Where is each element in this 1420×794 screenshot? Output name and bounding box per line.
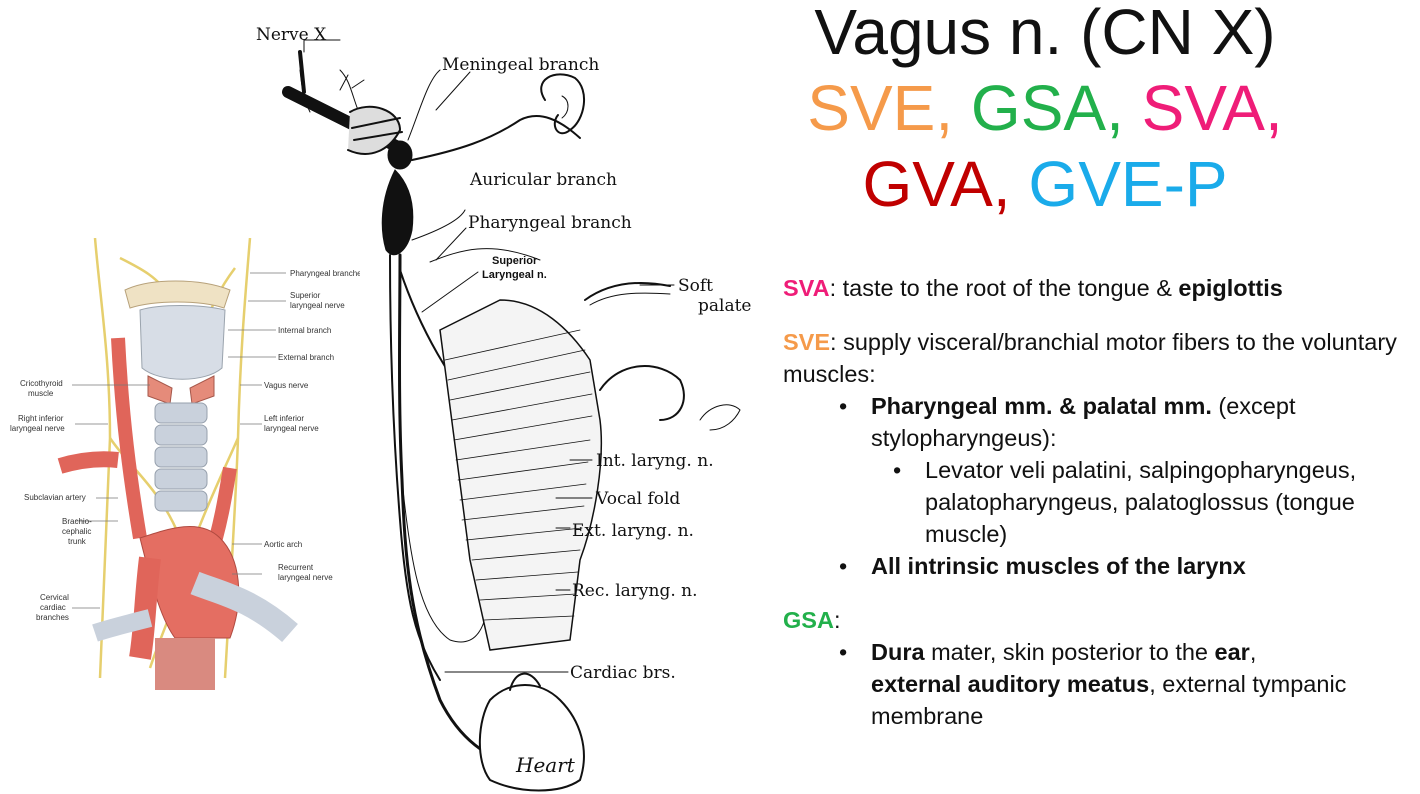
label-cricothyroid: Cricothyroid — [20, 379, 63, 388]
label-ext-laryng: Ext. laryng. n. — [572, 521, 694, 541]
title-gsa: GSA, — [970, 72, 1142, 144]
label-recurrent: Recurrent — [278, 563, 314, 572]
gsa-text-3: , external tympanic membrane — [871, 671, 1347, 729]
label-right-laryngeal-nerve: laryngeal nerve — [10, 424, 65, 433]
label-trunk: trunk — [68, 537, 87, 546]
vagus-nerve-drawing: Nerve X Meningeal branch Auricular branc… — [256, 25, 751, 792]
gsa-colon: : — [833, 607, 841, 633]
title-sva: SVA, — [1141, 72, 1283, 144]
sve-bullet-1: •Pharyngeal mm. & palatal mm. (except st… — [839, 393, 1296, 451]
label-vocal-fold: Vocal fold — [595, 489, 680, 509]
label-internal-branch: Internal branch — [278, 326, 331, 335]
title-gve-p: GVE-P — [1028, 148, 1228, 220]
label-int-laryng: Int. laryng. n. — [596, 451, 714, 471]
label-brachio: Brachio- — [62, 517, 92, 526]
label-recurrent-laryngeal-nerve: laryngeal nerve — [278, 573, 333, 582]
title-sve: SVE, — [807, 72, 971, 144]
label-external-branch: External branch — [278, 353, 334, 362]
gsa-bold-2: ear — [1214, 639, 1250, 665]
larynx-anatomy-illustration: Pharyngeal branches Superior laryngeal n… — [10, 238, 360, 690]
sva-text: : taste to the root of the tongue & — [829, 275, 1179, 301]
label-left-laryngeal-nerve: laryngeal nerve — [264, 424, 319, 433]
label-laryngeal-n: Laryngeal n. — [482, 269, 547, 281]
sve-bullet-2-bold: All intrinsic muscles of the larynx — [871, 553, 1246, 579]
label-pharyngeal-branches: Pharyngeal branches — [290, 269, 360, 278]
label-aortic-arch: Aortic arch — [264, 540, 302, 549]
label-meningeal-branch: Meningeal branch — [442, 55, 599, 75]
label-superior: Superior — [492, 255, 538, 267]
sve-label: SVE — [783, 329, 831, 355]
gsa-text-2: , — [1249, 639, 1257, 665]
label-cervical: Cervical — [40, 593, 69, 602]
label-laryngeal-nerve: laryngeal nerve — [290, 301, 345, 310]
gsa-bullet: •Dura mater, skin posterior to the ear,e… — [839, 639, 1347, 729]
sve-bullet-1-bold: Pharyngeal mm. & palatal mm. — [871, 393, 1212, 419]
label-left-inferior: Left inferior — [264, 414, 304, 423]
slide-body: SVA: taste to the root of the tongue & e… — [783, 272, 1418, 732]
label-right-inferior: Right inferior — [18, 414, 64, 423]
sve-paragraph: SVE: supply visceral/branchial motor fib… — [783, 326, 1418, 390]
label-pharyngeal-branch: Pharyngeal branch — [468, 213, 632, 233]
label-subclavian-artery: Subclavian artery — [24, 493, 86, 502]
sve-sub-bullet-1-text: Levator veli palatini, salpingopharyngeu… — [925, 457, 1357, 547]
title-line-3: GVA, GVE-P — [770, 146, 1320, 222]
label-cardiac-brs: Cardiac brs. — [570, 663, 676, 683]
gsa-text-1: mater, skin posterior to the — [924, 639, 1215, 665]
label-cephalic: cephalic — [62, 527, 91, 536]
sve-bullet-2: •All intrinsic muscles of the larynx — [839, 553, 1246, 579]
sva-bold: epiglottis — [1178, 275, 1283, 301]
label-palate: palate — [698, 296, 751, 316]
title-line-2: SVE, GSA, SVA, — [770, 70, 1320, 146]
label-branches: branches — [36, 613, 69, 622]
label-superior: Superior — [290, 291, 321, 300]
label-vagus-nerve: Vagus nerve — [264, 381, 309, 390]
gsa-bold-1: Dura — [871, 639, 925, 665]
label-muscle: muscle — [28, 389, 54, 398]
sva-paragraph: SVA: taste to the root of the tongue & e… — [783, 272, 1418, 304]
title-line-1: Vagus n. (CN X) — [814, 0, 1276, 68]
label-cardiac: cardiac — [40, 603, 66, 612]
gsa-paragraph: GSA: — [783, 604, 1418, 636]
slide-title: Vagus n. (CN X) SVE, GSA, SVA, GVA, GVE-… — [770, 0, 1320, 222]
gsa-label: GSA — [783, 607, 834, 633]
label-rec-laryng: Rec. laryng. n. — [572, 581, 697, 601]
label-auricular-branch: Auricular branch — [469, 170, 617, 190]
gsa-bold-3: external auditory meatus — [871, 671, 1150, 697]
sve-sub-bullet-1: •Levator veli palatini, salpingopharynge… — [893, 457, 1357, 547]
sve-text: : supply visceral/branchial motor fibers… — [783, 329, 1397, 387]
label-heart: Heart — [515, 753, 576, 777]
label-soft: Soft — [678, 276, 713, 296]
sva-label: SVA — [783, 275, 830, 301]
label-nerve-x: Nerve X — [256, 25, 327, 45]
sve-bullet-1-text: (except stylopharyngeus): — [871, 393, 1296, 451]
title-gva: GVA, — [862, 148, 1029, 220]
